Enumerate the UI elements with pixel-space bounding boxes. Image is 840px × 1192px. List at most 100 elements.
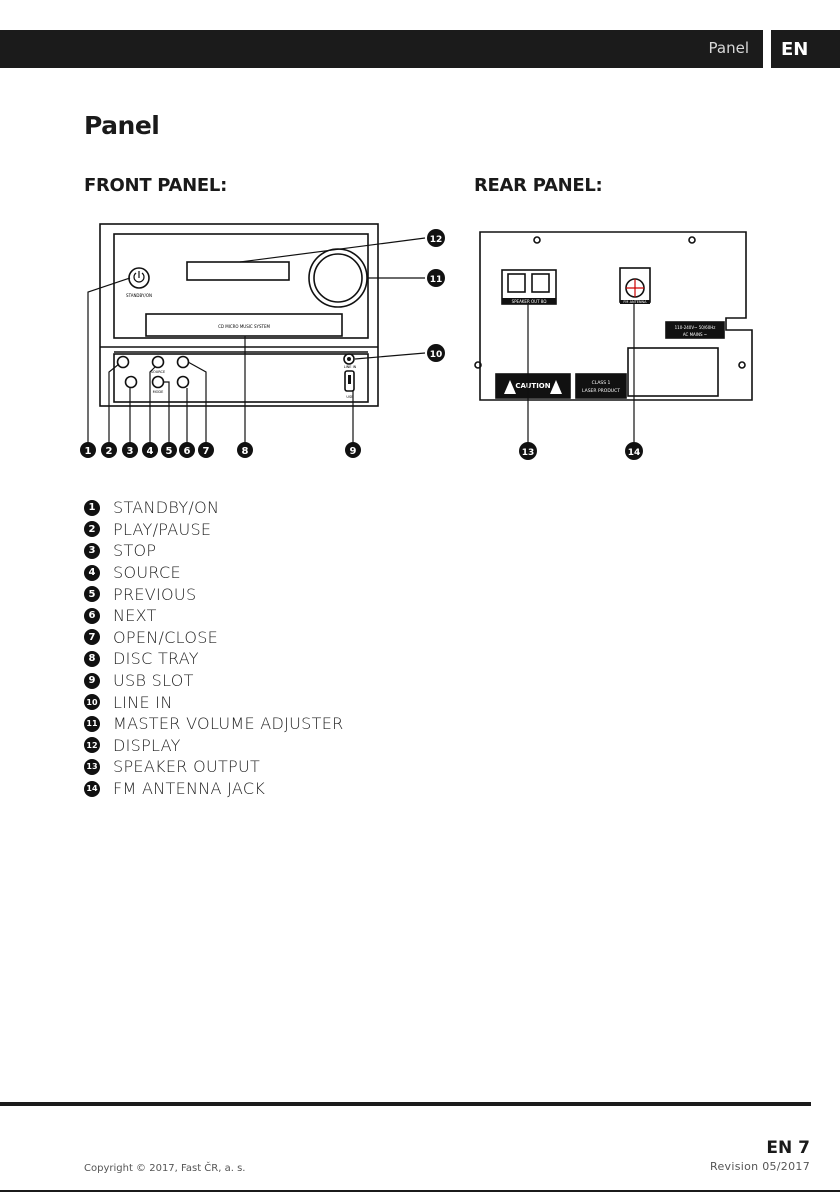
legend-label: STOP: [113, 541, 157, 561]
legend-label: PREVIOUS: [113, 584, 197, 604]
page-number: EN 7: [766, 1138, 810, 1158]
ac-rating-text: 110-240V~ 50/60Hz: [675, 325, 716, 330]
legend-label: FM ANTENNA JACK: [113, 779, 266, 799]
number-badge: 8: [84, 650, 100, 667]
front-lower-panel: [113, 353, 369, 403]
svg-text:12: 12: [430, 235, 443, 245]
fm-antenna-caption: FM ANTENNA: [623, 300, 647, 304]
warning-triangle-icon-right: [550, 380, 562, 394]
stop-button: [124, 375, 138, 389]
legend-item: 1 STANDBY/ON: [84, 497, 344, 519]
number-badge: 11: [84, 715, 100, 732]
language-badge: EN: [771, 30, 840, 68]
header-bar: Panel: [0, 30, 763, 68]
legend-item: 5 PREVIOUS: [84, 583, 344, 605]
next-button: [176, 375, 190, 389]
legend-item: 9 USB SLOT: [84, 670, 344, 692]
legend-label: DISC TRAY: [113, 649, 199, 669]
front-panel-diagram: STANDBY/ON CD MICRO MUSIC SYSTEM SOURCE …: [80, 223, 445, 458]
usb-slot: [344, 370, 355, 392]
legend-label: OPEN/CLOSE: [113, 627, 219, 647]
legend-label: NEXT: [113, 606, 157, 626]
ac-mains-box: [627, 347, 719, 397]
warning-triangle-icon: [504, 380, 516, 394]
line-in-caption: LINE IN: [344, 365, 357, 369]
play-pause-button: [116, 355, 130, 369]
number-badge: 6: [84, 607, 100, 624]
ac-mains-text: AC MAINS ~: [683, 332, 707, 337]
revision-text: Revision 05/2017: [710, 1160, 810, 1173]
svg-text:7: 7: [203, 446, 210, 457]
disc-tray: [145, 313, 343, 337]
front-callouts: 1 2 3 4 5 6 7 8 9 10 11 12: [80, 229, 445, 458]
legend-item: 6 NEXT: [84, 605, 344, 627]
svg-text:8: 8: [242, 446, 249, 457]
front-upper-panel: [113, 233, 369, 339]
source-caption: SOURCE: [151, 370, 165, 374]
volume-knob-outer: [308, 248, 368, 308]
legend-item: 2 PLAY/PAUSE: [84, 519, 344, 541]
svg-text:9: 9: [350, 446, 357, 457]
legend-label: DISPLAY: [113, 735, 181, 755]
front-outer-frame: [99, 223, 379, 407]
legend-label: SOURCE: [113, 563, 181, 583]
svg-text:6: 6: [184, 446, 191, 457]
disc-tray-caption: CD MICRO MUSIC SYSTEM: [218, 324, 270, 329]
number-badge: 10: [84, 694, 100, 711]
number-badge: 12: [84, 737, 100, 754]
legend-item: 13 SPEAKER OUTPUT: [84, 756, 344, 778]
svg-text:3: 3: [127, 446, 134, 457]
svg-text:4: 4: [147, 446, 154, 457]
bottom-divider: [0, 1190, 840, 1192]
svg-text:14: 14: [628, 448, 641, 458]
laser-class-text: CLASS 1: [592, 380, 611, 386]
number-badge: 9: [84, 672, 100, 689]
volume-knob-inner: [313, 253, 363, 303]
number-badge: 14: [84, 780, 100, 797]
laser-product-text: LASER PRODUCT: [582, 388, 620, 394]
header-section-title: Panel: [708, 39, 749, 57]
number-badge: 3: [84, 542, 100, 559]
usb-caption: USB: [346, 395, 354, 399]
svg-text:13: 13: [522, 448, 535, 458]
line-in-jack: [343, 353, 355, 365]
legend-label: USB SLOT: [113, 671, 194, 691]
legend-item: 12 DISPLAY: [84, 735, 344, 757]
number-badge: 1: [84, 499, 100, 516]
rear-callouts: 13 14: [519, 442, 643, 460]
mode-caption: MODE: [153, 390, 164, 394]
source-button: [151, 355, 165, 369]
front-panel-title: FRONT PANEL:: [84, 175, 227, 196]
legend-item: 7 OPEN/CLOSE: [84, 627, 344, 649]
number-badge: 13: [84, 758, 100, 775]
legend-item: 4 SOURCE: [84, 562, 344, 584]
previous-button: [151, 375, 165, 389]
svg-text:11: 11: [430, 275, 443, 285]
copyright-text: Copyright © 2017, Fast ČR, a. s.: [84, 1163, 246, 1174]
rear-outer-frame: [479, 231, 753, 401]
open-close-button: [176, 355, 190, 369]
legend-item: 10 LINE IN: [84, 691, 344, 713]
legend-item: 3 STOP: [84, 540, 344, 562]
number-badge: 5: [84, 586, 100, 603]
page-title: Panel: [84, 111, 160, 140]
number-badge: 7: [84, 629, 100, 646]
legend-label: PLAY/PAUSE: [113, 519, 212, 539]
legend-label: SPEAKER OUTPUT: [113, 757, 261, 777]
rear-panel-diagram: SPEAKER OUT 8Ω FM ANTENNA CAUTION CLASS …: [474, 231, 753, 460]
legend-item: 8 DISC TRAY: [84, 648, 344, 670]
power-icon: [133, 272, 145, 283]
legend-label: STANDBY/ON: [113, 498, 220, 518]
svg-text:10: 10: [430, 350, 443, 360]
standby-caption: STANDBY/ON: [126, 293, 152, 298]
svg-text:5: 5: [166, 446, 173, 457]
footer-divider: [0, 1102, 811, 1106]
number-badge: 4: [84, 564, 100, 581]
legend-item: 14 FM ANTENNA JACK: [84, 778, 344, 800]
svg-text:1: 1: [85, 446, 92, 457]
legend-label: LINE IN: [113, 692, 173, 712]
svg-text:2: 2: [106, 446, 113, 457]
number-badge: 2: [84, 521, 100, 538]
